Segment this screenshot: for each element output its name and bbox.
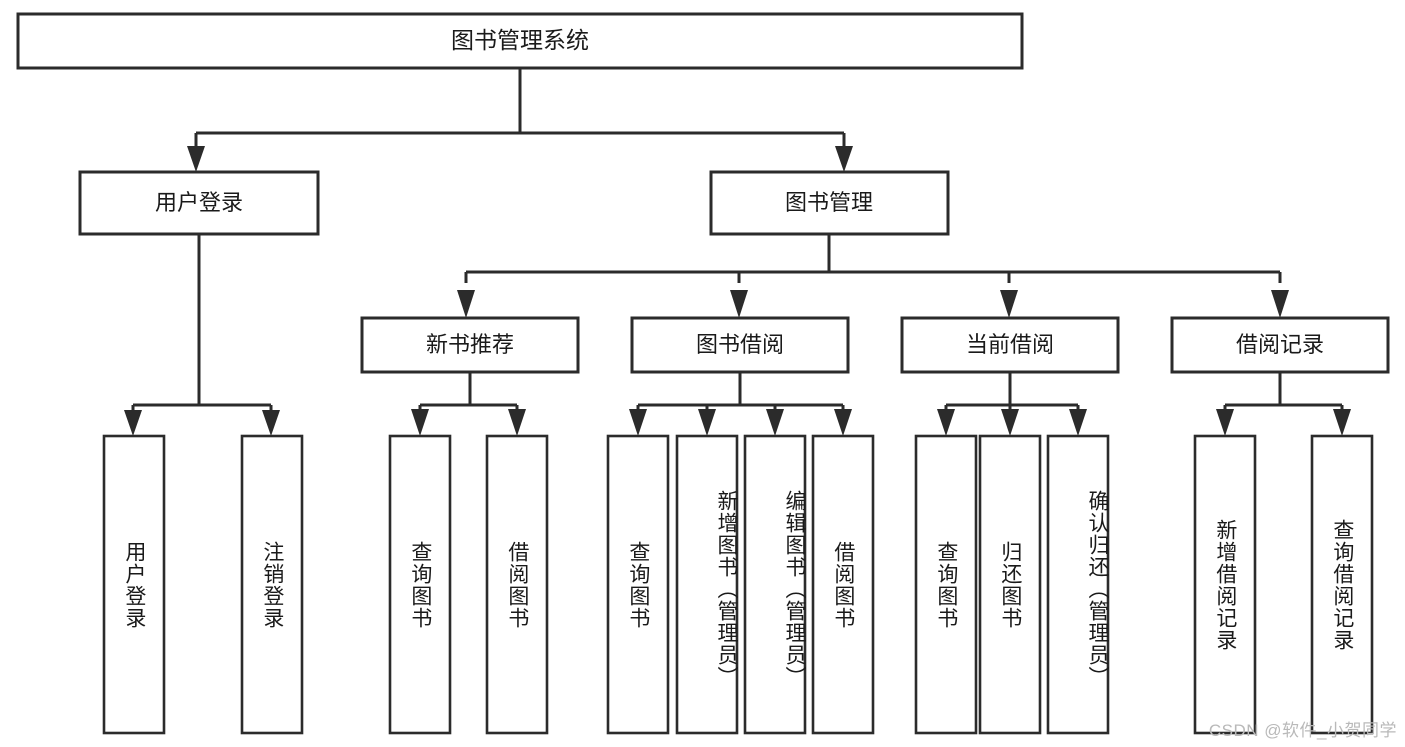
connector-book-borrow-to-leaves [629,372,852,436]
node-borrow-record[interactable]: 借阅记录 [1170,316,1390,374]
root-system-box[interactable] [16,12,1024,70]
connector-root-to-level1 [187,68,853,172]
leaf-box-query-book-1[interactable] [388,434,452,735]
arrowhead-leaf-add-book [698,409,716,436]
node-book-borrow[interactable]: 图书借阅 [630,316,850,374]
leaf-box-add-book[interactable] [675,434,739,735]
leaf-box-return-book[interactable] [978,434,1042,735]
current-borrow-box[interactable] [900,316,1120,374]
arrowhead-to-new-book-recommend [457,290,475,318]
arrowhead-leaf-query-book-2 [629,409,647,436]
connector-book-management-to-level2 [457,234,1289,318]
arrowhead-leaf-query-book-1 [411,409,429,436]
arrowhead-to-user-login [187,146,205,172]
new-book-recommend-box[interactable] [360,316,580,374]
user-login-box[interactable] [78,170,320,236]
arrowhead-to-book-borrow [730,290,748,318]
node-user-login[interactable]: 用户登录 [78,170,320,236]
leaf-box-user-login[interactable] [102,434,166,735]
leaf-box-borrow-book-2[interactable] [811,434,875,735]
arrowhead-leaf-user-login [124,410,142,436]
leaf-box-confirm-return[interactable] [1046,434,1110,735]
leaf-box-user-logout[interactable] [240,434,304,735]
arrowhead-leaf-query-record [1333,409,1351,436]
leaf-box-add-record[interactable] [1193,434,1257,735]
arrowhead-leaf-confirm-return [1069,409,1087,436]
leaf-box-borrow-book-1[interactable] [485,434,549,735]
connector-current-borrow-to-leaves [937,372,1087,436]
leaf-box-query-book-2[interactable] [606,434,670,735]
arrowhead-leaf-borrow-book-1 [508,409,526,436]
arrowhead-leaf-edit-book [766,409,784,436]
arrowhead-leaf-add-record [1216,409,1234,436]
arrowhead-to-borrow-record [1271,290,1289,318]
book-borrow-label: 图书借阅 [696,332,784,357]
current-borrow-label: 当前借阅 [966,332,1054,357]
root-system-label: 图书管理系统 [451,27,589,53]
arrowhead-leaf-query-book-3 [937,409,955,436]
node-root-system[interactable]: 图书管理系统 [16,12,1024,70]
csdn-watermark: CSDN @软件_小贺同学 [1208,721,1397,740]
arrowhead-to-current-borrow [1000,290,1018,318]
connector-new-book-recommend-to-leaves [411,372,526,436]
node-new-book-recommend[interactable]: 新书推荐 [360,316,580,374]
arrowhead-leaf-user-logout [262,410,280,436]
node-current-borrow[interactable]: 当前借阅 [900,316,1120,374]
node-book-management[interactable]: 图书管理 [709,170,950,236]
connector-user-login-to-leaves [124,234,280,436]
arrowhead-leaf-borrow-book-2 [834,409,852,436]
connector-borrow-record-to-leaves [1216,372,1351,436]
leaf-box-edit-book[interactable] [743,434,807,735]
leaf-box-query-book-3[interactable] [914,434,978,735]
leaf-box-query-record[interactable] [1310,434,1374,735]
arrowhead-leaf-return-book [1001,409,1019,436]
user-login-label: 用户登录 [155,190,243,215]
book-management-label: 图书管理 [785,190,873,215]
new-book-recommend-label: 新书推荐 [426,332,514,357]
arrowhead-to-book-management [835,146,853,172]
borrow-record-label: 借阅记录 [1236,332,1324,357]
